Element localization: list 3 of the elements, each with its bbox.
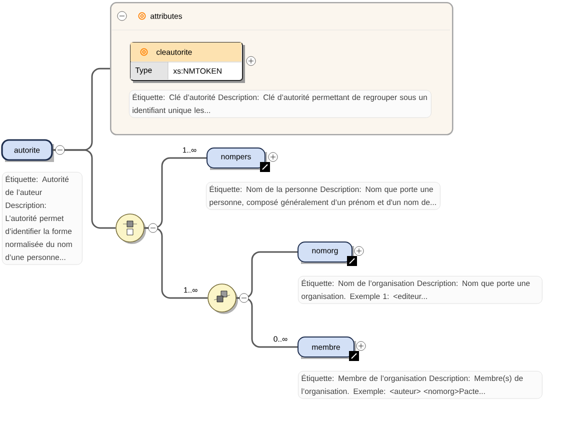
connector: [52, 149, 116, 229]
connector: [236, 297, 298, 348]
connector: [144, 227, 208, 299]
